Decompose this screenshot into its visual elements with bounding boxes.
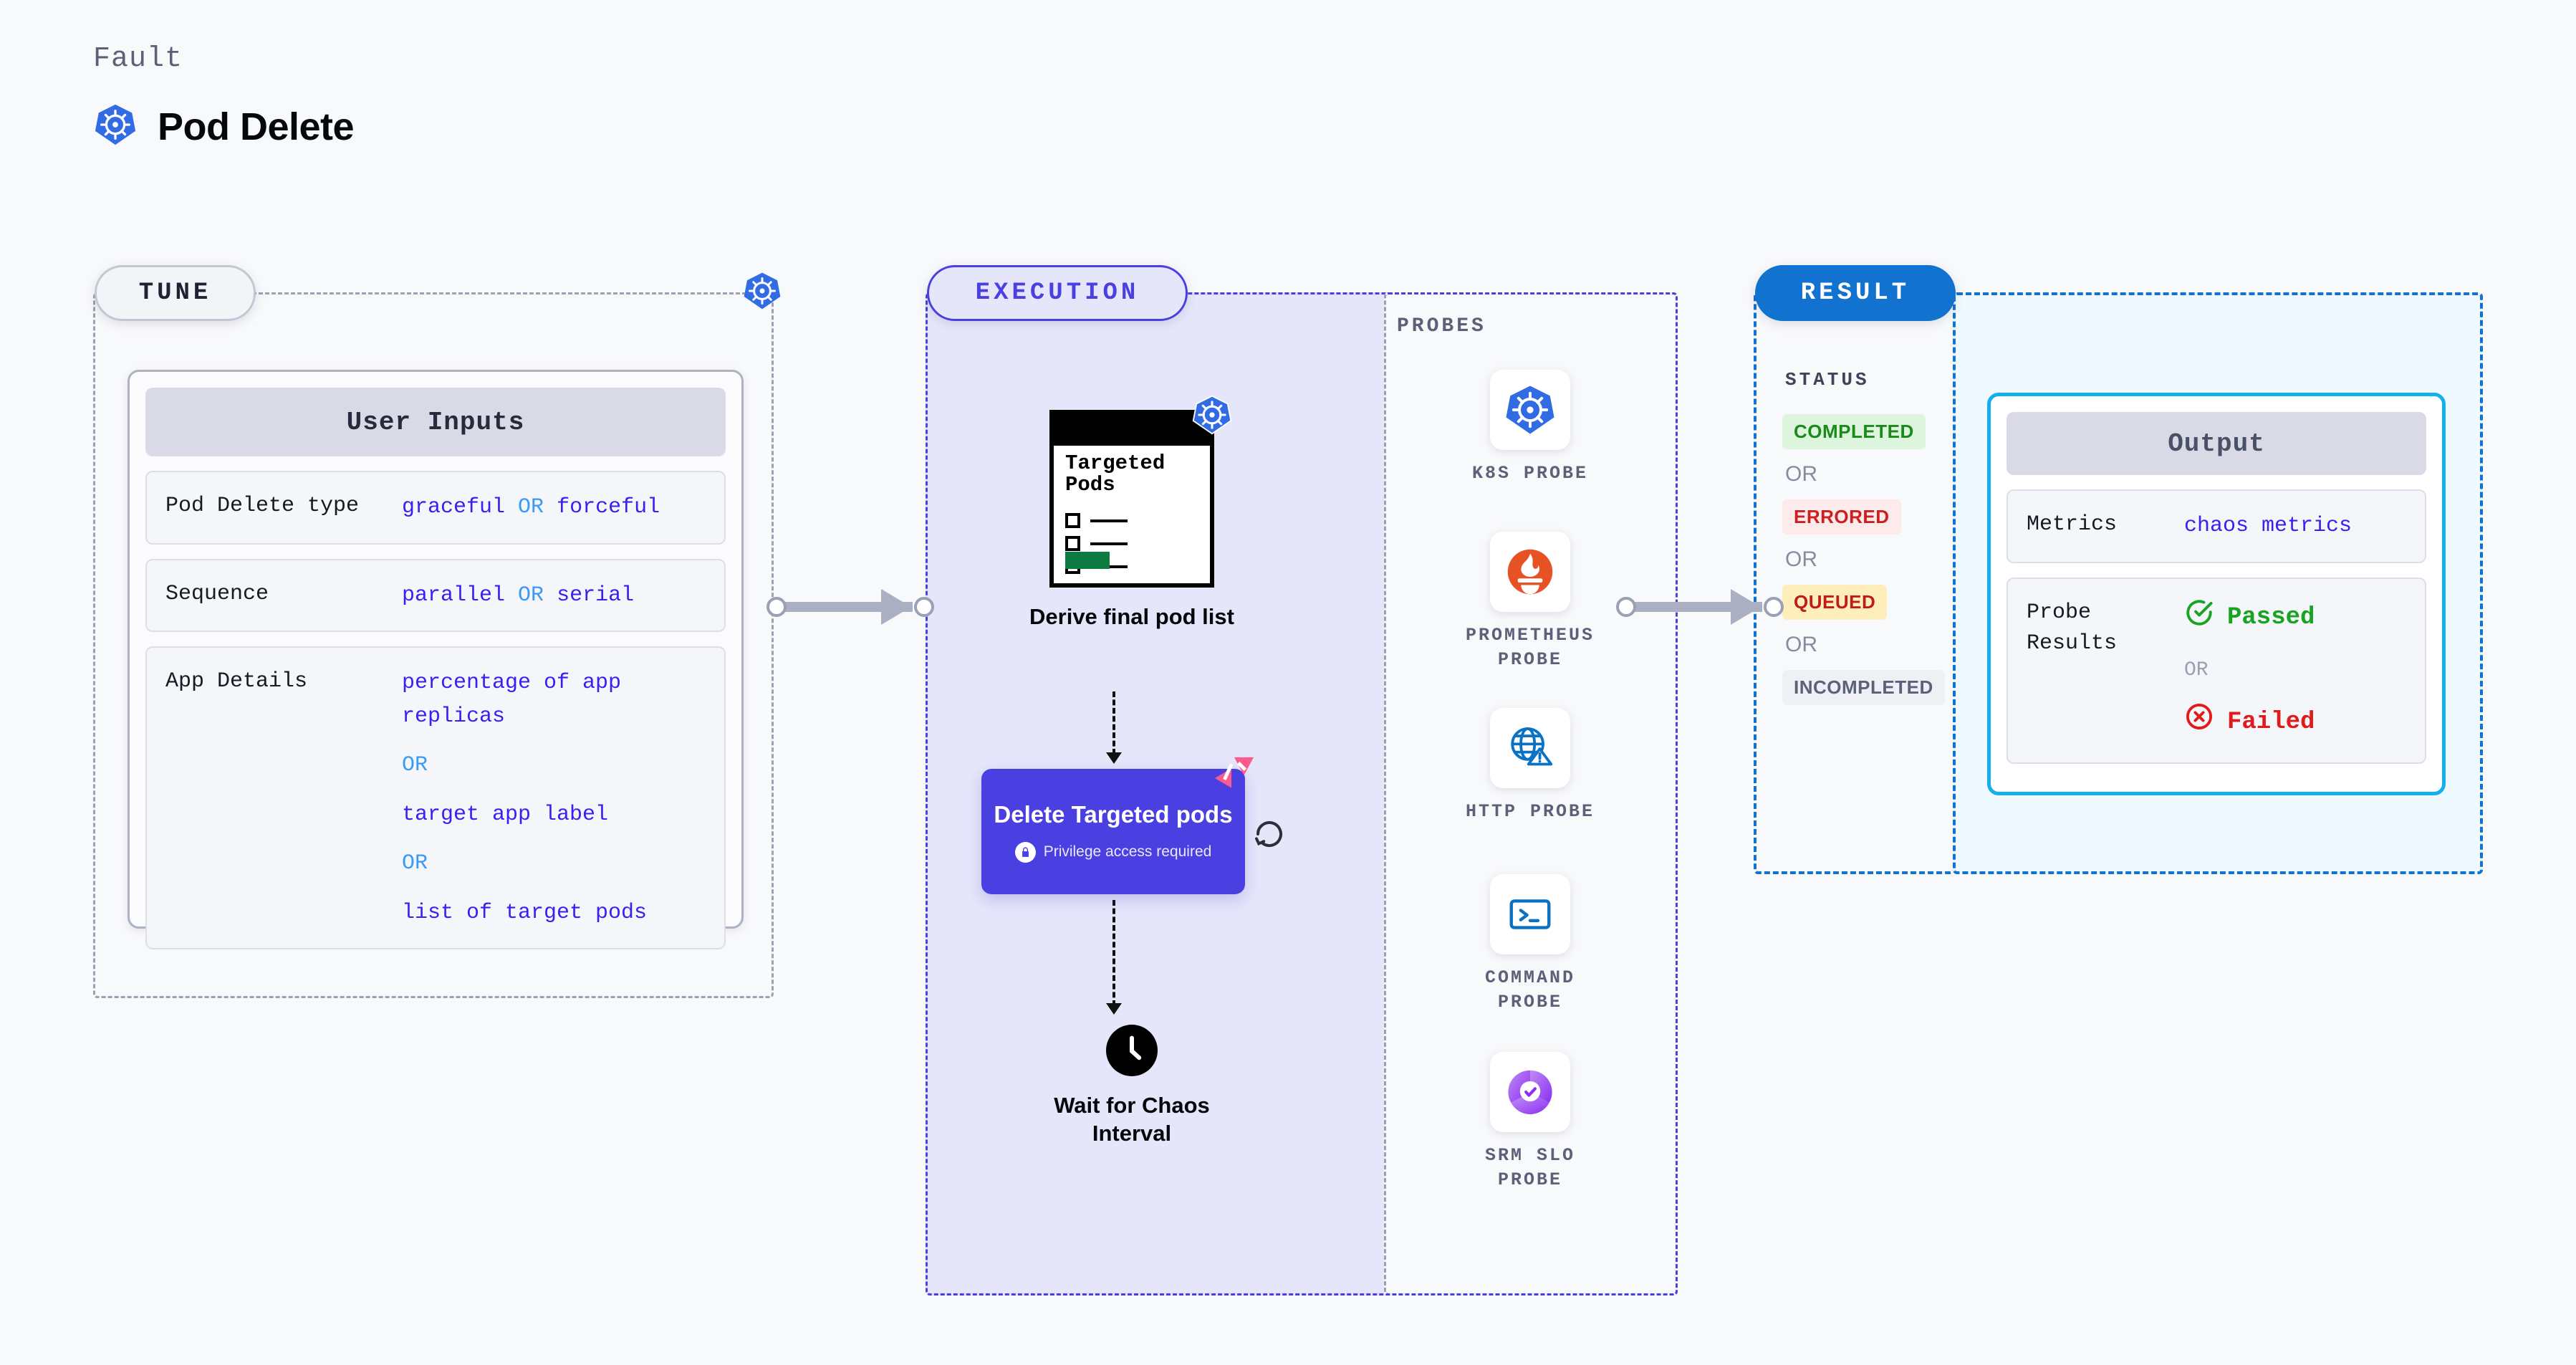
- prometheus-icon: [1490, 532, 1570, 612]
- doc-title: Targeted Pods: [1065, 451, 1166, 497]
- value-option: percentage of app replicas: [402, 671, 622, 729]
- input-key: Pod Delete type: [165, 494, 360, 518]
- kubernetes-icon: [93, 102, 138, 150]
- probe-label: HTTP PROBE: [1465, 801, 1595, 822]
- wait-node-caption: Wait for Chaos Interval: [1054, 1093, 1210, 1146]
- probe-result-failed: Failed: [2184, 701, 2315, 744]
- probe-label: SRM SLO PROBE: [1484, 1145, 1576, 1190]
- derive-pod-list-node[interactable]: Targeted Pods Derive final: [1003, 395, 1261, 631]
- probe-label: COMMAND PROBE: [1484, 967, 1576, 1012]
- input-value: parallel OR serial: [402, 579, 634, 613]
- wait-chaos-interval-node[interactable]: Wait for Chaos Interval: [1017, 1025, 1246, 1148]
- flow-arrowhead: [1106, 752, 1122, 764]
- output-header: Output: [2007, 412, 2426, 475]
- value-option: target app label: [402, 802, 609, 827]
- or-separator: OR: [402, 851, 428, 876]
- probes-section-label: PROBES: [1397, 315, 1486, 337]
- probe-label: PROMETHEUS PROBE: [1465, 625, 1595, 670]
- page-header: Fault Pod Delete: [93, 43, 355, 150]
- privilege-notice: Privilege access required: [1014, 841, 1212, 863]
- probe-command[interactable]: COMMAND PROBE: [1448, 874, 1613, 1015]
- failed-label: Failed: [2227, 709, 2315, 737]
- result-stage-badge[interactable]: RESULT: [1755, 265, 1956, 321]
- litmus-chaos-icon: [1211, 755, 1255, 803]
- value-option: list of target pods: [402, 900, 648, 925]
- kubernetes-icon: [1191, 394, 1233, 439]
- globe-warning-icon: [1490, 708, 1570, 788]
- flow-arrow-derive-to-delete: [1112, 691, 1115, 755]
- privilege-text: Privilege access required: [1043, 843, 1212, 861]
- output-key: Metrics: [2027, 512, 2118, 537]
- terminal-icon: [1490, 874, 1570, 954]
- tune-stage-badge[interactable]: TUNE: [95, 265, 256, 321]
- x-circle-icon: [2184, 701, 2214, 744]
- status-badge-incompleted: INCOMPLETED: [1782, 670, 1945, 705]
- input-row-pod-delete-type[interactable]: Pod Delete type graceful OR forceful: [145, 471, 726, 545]
- flow-arrowhead: [1106, 1003, 1122, 1015]
- targeted-pods-document-icon: Targeted Pods: [1049, 395, 1232, 588]
- status-badge-errored: ERRORED: [1782, 499, 1901, 535]
- value-option: graceful: [402, 495, 506, 519]
- or-separator: OR: [2184, 659, 2209, 681]
- fault-kicker-label: Fault: [93, 43, 183, 75]
- lock-icon: [1014, 841, 1036, 863]
- probe-http[interactable]: HTTP PROBE: [1448, 708, 1613, 824]
- input-key: App Details: [165, 669, 308, 694]
- probe-label: K8S PROBE: [1471, 463, 1589, 484]
- input-value: percentage of app replicas OR target app…: [402, 666, 674, 929]
- input-value: graceful OR forceful: [402, 491, 660, 525]
- input-row-app-details[interactable]: App Details percentage of app replicas O…: [145, 646, 726, 949]
- status-section-label: STATUS: [1785, 369, 1870, 391]
- or-separator: OR: [518, 583, 544, 608]
- user-inputs-card: User Inputs Pod Delete type graceful OR …: [128, 370, 744, 949]
- or-separator: OR: [402, 753, 428, 777]
- probe-prometheus[interactable]: PROMETHEUS PROBE: [1448, 532, 1613, 672]
- input-key: Sequence: [165, 581, 269, 606]
- or-separator: OR: [1785, 633, 1817, 656]
- kubernetes-icon: [1490, 370, 1570, 450]
- refresh-loop-icon[interactable]: [1252, 817, 1287, 855]
- connector-execution-to-result: [1616, 589, 1795, 625]
- or-separator: OR: [518, 495, 544, 519]
- value-option: forceful: [557, 495, 660, 519]
- status-badge-completed: COMPLETED: [1782, 414, 1926, 449]
- or-separator: OR: [1785, 462, 1817, 486]
- probe-srm-slo[interactable]: SRM SLO PROBE: [1448, 1052, 1613, 1192]
- probe-k8s[interactable]: K8S PROBE: [1448, 370, 1613, 486]
- output-row-metrics[interactable]: Metrics chaos metrics: [2007, 489, 2426, 563]
- output-value: Passed OR Failed: [2184, 598, 2315, 744]
- delete-node-title: Delete Targeted pods: [994, 801, 1233, 828]
- passed-label: Passed: [2227, 604, 2315, 632]
- output-row-probe-results[interactable]: Probe Results Passed OR Failed: [2007, 577, 2426, 764]
- derive-node-caption: Derive final pod list: [1029, 604, 1234, 629]
- value-option: serial: [557, 583, 635, 608]
- check-circle-icon: [2184, 598, 2214, 640]
- input-row-sequence[interactable]: Sequence parallel OR serial: [145, 558, 726, 632]
- delete-targeted-pods-node[interactable]: Delete Targeted pods Privilege access re…: [981, 769, 1245, 894]
- output-value: chaos metrics: [2184, 514, 2352, 538]
- output-key: Probe Results: [2027, 600, 2118, 656]
- output-card: Output Metrics chaos metrics Probe Resul…: [1987, 393, 2446, 795]
- value-option: parallel: [402, 583, 506, 608]
- or-separator: OR: [1785, 547, 1817, 571]
- status-badge-queued: QUEUED: [1782, 585, 1888, 620]
- flow-arrow-delete-to-wait: [1112, 900, 1115, 1006]
- execution-stage-badge[interactable]: EXECUTION: [927, 265, 1188, 321]
- connector-tune-to-execution: [766, 589, 946, 625]
- page-title: Pod Delete: [158, 105, 355, 148]
- kubernetes-icon: [742, 271, 782, 315]
- probe-result-passed: Passed: [2184, 598, 2315, 640]
- slo-gauge-icon: [1490, 1052, 1570, 1132]
- clock-icon: [1106, 1025, 1158, 1076]
- user-inputs-header: User Inputs: [145, 388, 726, 456]
- status-list: COMPLETED OR ERRORED OR QUEUED OR INCOMP…: [1782, 414, 1961, 705]
